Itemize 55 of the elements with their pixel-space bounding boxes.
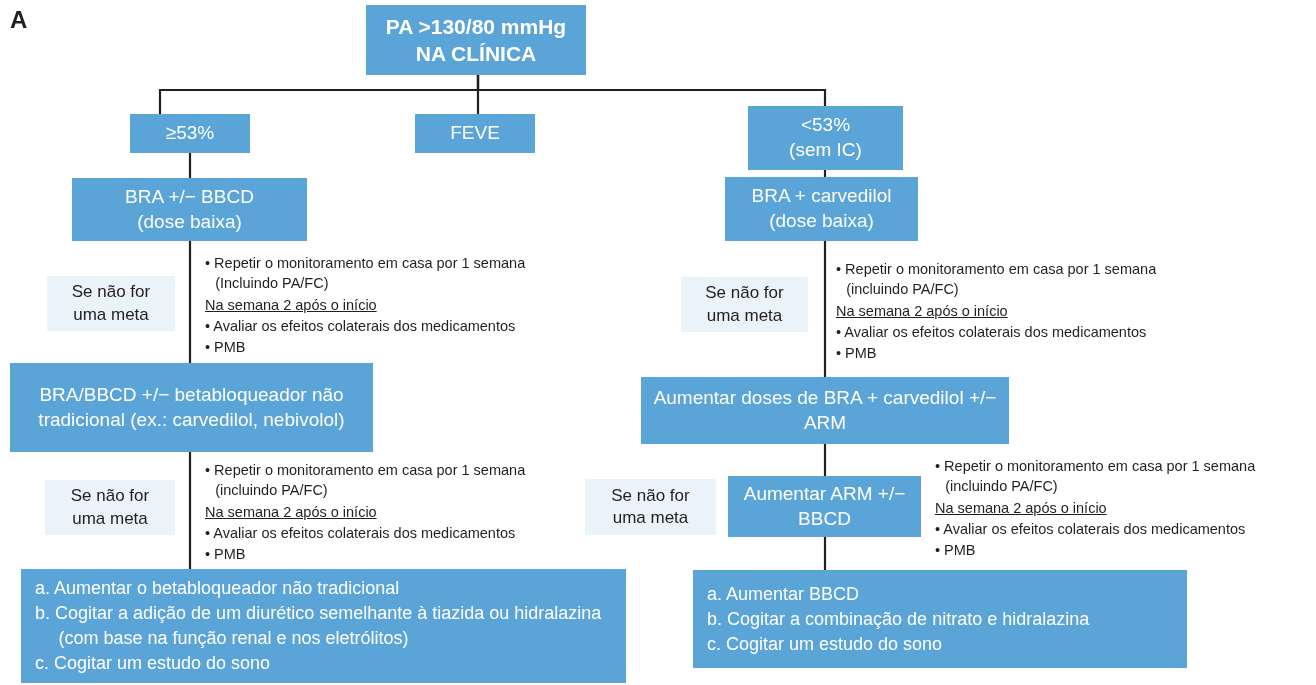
condition-box	[130, 114, 250, 153]
process-box	[641, 377, 1009, 444]
connector-line	[188, 153, 192, 178]
timing-note: Na semana 2 após o início	[836, 302, 1008, 321]
action-list-box	[693, 570, 1187, 668]
box-label: FEVE	[450, 121, 500, 146]
condition-box	[748, 106, 903, 170]
box-label: PA >130/80 mmHg NA CLÍNICA	[384, 13, 568, 67]
connector-line	[188, 241, 192, 363]
box-label: Se não for uma meta	[704, 282, 785, 327]
box-label: ≥53%	[165, 121, 215, 146]
box-label: <53% (sem IC)	[788, 113, 863, 162]
box-label: Se não for uma meta	[70, 281, 152, 326]
condition-box	[415, 114, 535, 153]
timing-note: Na semana 2 após o início	[205, 296, 377, 315]
bullet-note: • Repetir o monitoramento em casa por 1 semana (incluindo PA/FC)	[935, 457, 1257, 496]
box-label: BRA +/− BBCD (dose baixa)	[124, 184, 255, 234]
connector-line	[823, 241, 827, 377]
start-box	[366, 5, 586, 75]
bullet-note: • Avaliar os efeitos colaterais dos medicamentos	[836, 323, 1147, 342]
connector-line	[823, 444, 827, 476]
bullet-note: • Repetir o monitoramento em casa por 1 semana (incluindo PA/FC)	[205, 461, 527, 500]
bullet-note: • Repetir o monitoramento em casa por 1 semana (Incluindo PA/FC)	[205, 254, 527, 293]
connector-line	[823, 170, 827, 177]
bullet-note: • PMB	[836, 344, 878, 363]
box-label: BRA + carvedilol (dose baixa)	[750, 184, 893, 233]
process-box	[728, 476, 921, 537]
box-label: Se não for uma meta	[69, 485, 151, 530]
timing-note: Na semana 2 após o início	[205, 503, 377, 522]
bullet-note: • Avaliar os efeitos colaterais dos medicamentos	[205, 317, 516, 336]
box-label: Aumentar ARM +/− BBCD	[742, 481, 907, 531]
action-item: b. Cogitar a adição de um diurético semelhante à tiazida ou hidralazina (com base na função renal e nos eletrólitos)	[35, 602, 603, 650]
panel-letter: A	[10, 6, 28, 34]
action-item: c. Cogitar um estudo do sono	[707, 632, 943, 656]
bullet-note: • PMB	[205, 545, 247, 564]
process-box	[72, 178, 307, 241]
action-item: b. Cogitar a combinação de nitrato e hidralazina	[707, 607, 1090, 631]
connector-line	[476, 75, 827, 106]
action-item: a. Aumentar BBCD	[707, 582, 860, 606]
action-list-box	[21, 569, 626, 683]
bullet-note: • Repetir o monitoramento em casa por 1 semana (incluindo PA/FC)	[836, 260, 1158, 299]
bullet-note: • Avaliar os efeitos colaterais dos medicamentos	[205, 524, 516, 543]
bullet-note: • PMB	[205, 338, 247, 357]
action-item: a. Aumentar o betabloqueador não tradicional	[35, 577, 400, 600]
process-box	[10, 363, 373, 452]
bullet-note: • Avaliar os efeitos colaterais dos medicamentos	[935, 520, 1246, 539]
action-item: c. Cogitar um estudo do sono	[35, 652, 271, 675]
box-label: Se não for uma meta	[610, 484, 691, 529]
connector-line	[823, 537, 827, 570]
process-box	[725, 177, 918, 241]
timing-note: Na semana 2 após o início	[935, 499, 1107, 518]
box-label: BRA/BBCD +/− betabloqueador não tradicional (ex.: carvedilol, nebivolol)	[37, 382, 346, 432]
connector-line	[188, 452, 192, 569]
bullet-note: • PMB	[935, 541, 977, 560]
box-label: Aumentar doses de BRA + carvedilol +/− ARM	[652, 385, 998, 435]
